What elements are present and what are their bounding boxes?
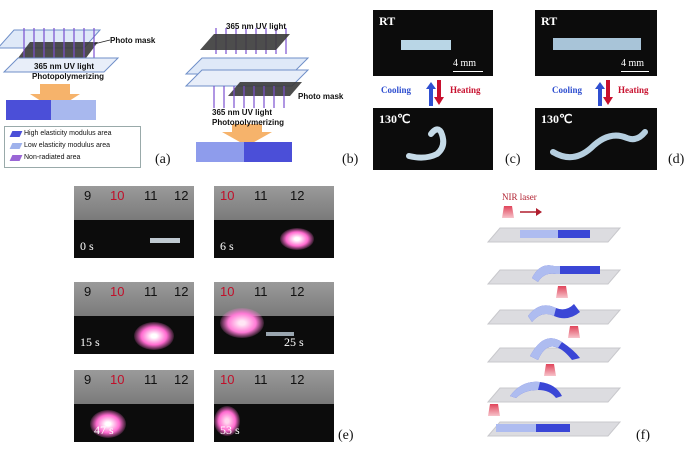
- process-arrow-b: [222, 124, 272, 146]
- top-mask: [200, 34, 290, 50]
- frame-47s: 9 10 11 12 47 s: [74, 370, 194, 442]
- glass-plate-bottom: [2, 57, 120, 73]
- ruler: 9 10 11 12: [74, 186, 194, 220]
- laser-4: [544, 364, 556, 376]
- panel-c-tag: (c): [505, 152, 521, 167]
- process-arrow: [30, 84, 80, 110]
- laser-source: [502, 206, 514, 218]
- panel-a-tag: (a): [155, 152, 171, 167]
- laser-direction-arrow: [536, 208, 542, 216]
- panel-a-diagram: [0, 28, 120, 120]
- photo-c-130: 130℃: [373, 108, 493, 170]
- frame-53s: 10 11 12 53 s: [214, 370, 334, 442]
- uv-arrows-bottom: [213, 86, 285, 108]
- uv-light-label: 365 nm UV light: [34, 62, 95, 71]
- photo-d-130: 130℃: [535, 108, 657, 170]
- heating-arrow-d: [603, 80, 613, 105]
- scale-bar-c: [453, 71, 483, 72]
- cooling-label-c: Cooling: [381, 85, 412, 95]
- uv-arrows: [23, 28, 95, 58]
- uv-light-label-b: 365 nm UV light: [226, 22, 287, 31]
- time-label: 15 s: [80, 335, 100, 349]
- scale-label-c: 4 mm: [453, 58, 477, 69]
- laser-glow: [90, 410, 126, 438]
- panel-d-tag: (d): [668, 152, 685, 167]
- heating-arrow-c: [434, 80, 444, 105]
- time-label: 53 s: [220, 423, 240, 437]
- laser-glow: [280, 228, 314, 250]
- legend-item-high: High elasticity modulus area: [9, 130, 112, 137]
- photo-mask-label: Photo mask: [110, 36, 156, 45]
- heating-label-c: Heating: [450, 85, 481, 95]
- legend-swatch-high: [9, 130, 23, 137]
- cooling-label-d: Cooling: [552, 85, 583, 95]
- legend-swatch-low: [9, 142, 23, 149]
- wavy-strip-d: [550, 129, 648, 161]
- laser-3: [568, 326, 580, 338]
- photo-d-rt: RT 4 mm: [535, 10, 657, 76]
- cooling-arrow-c: [426, 82, 436, 106]
- ruler: 10 11 12: [214, 186, 334, 220]
- heating-label-d: Heating: [618, 85, 649, 95]
- photopolymerizing-label: Photopolymerizing: [32, 72, 104, 81]
- photo-mask-label-b: Photo mask: [298, 92, 344, 101]
- legend-item-low: Low elasticity modulus area: [9, 142, 110, 149]
- panel-b-tag: (b): [342, 152, 359, 167]
- panel-e-tag: (e): [338, 428, 354, 443]
- time-label: 25 s: [284, 335, 304, 349]
- laser-5: [488, 404, 500, 416]
- ruler: 9 10 11 12: [74, 282, 194, 316]
- sample-strip: [150, 238, 180, 243]
- time-label: 0 s: [80, 239, 94, 253]
- legend-swatch-non-radiated: [9, 154, 23, 161]
- laser-glow: [214, 406, 240, 436]
- legend-item-non-radiated: Non-radiated area: [9, 154, 80, 161]
- uv-light-label-b-bottom: 365 nm UV light: [212, 108, 273, 117]
- frame-25s: 10 11 12 25 s: [214, 282, 334, 354]
- laser-glow: [220, 308, 264, 338]
- bent-strip-c: [406, 126, 447, 161]
- ruler: 10 11 12: [214, 370, 334, 404]
- scale-label-d: 4 mm: [621, 58, 645, 69]
- frame-6s: 10 11 12 6 s: [214, 186, 334, 258]
- plate-4: [486, 347, 622, 363]
- temp-label-c: 130℃: [379, 112, 411, 126]
- panel-f-diagram: [486, 206, 622, 437]
- photo-c-rt: RT 4 mm: [373, 10, 493, 76]
- frame-0s: 9 10 11 12 0 s: [74, 186, 194, 258]
- strip-flat-c: [401, 40, 451, 50]
- nir-laser-label: NIR laser: [502, 192, 537, 202]
- temp-label-d: 130℃: [541, 112, 573, 126]
- bottom-mask: [228, 82, 302, 96]
- photo-mask: [18, 42, 98, 58]
- sample-strip: [266, 332, 294, 336]
- cooling-arrow-d: [595, 82, 605, 106]
- time-label: 47 s: [94, 423, 114, 437]
- time-label: 6 s: [220, 239, 234, 253]
- photopolymerizing-label-b: Photopolymerizing: [212, 118, 284, 127]
- frame-15s: 9 10 11 12 15 s: [74, 282, 194, 354]
- laser-2: [556, 286, 568, 298]
- rt-label-d: RT: [541, 14, 558, 28]
- plate-3: [486, 309, 622, 325]
- panel-b-diagram: [184, 28, 310, 162]
- scale-bar-d: [621, 71, 649, 72]
- strip-flat-d: [553, 38, 641, 50]
- panel-f-tag: (f): [636, 428, 650, 443]
- legend: High elasticity modulus area Low elastic…: [4, 126, 141, 168]
- rt-label-c: RT: [379, 14, 396, 28]
- ruler: 9 10 11 12: [74, 370, 194, 404]
- laser-glow: [134, 322, 174, 350]
